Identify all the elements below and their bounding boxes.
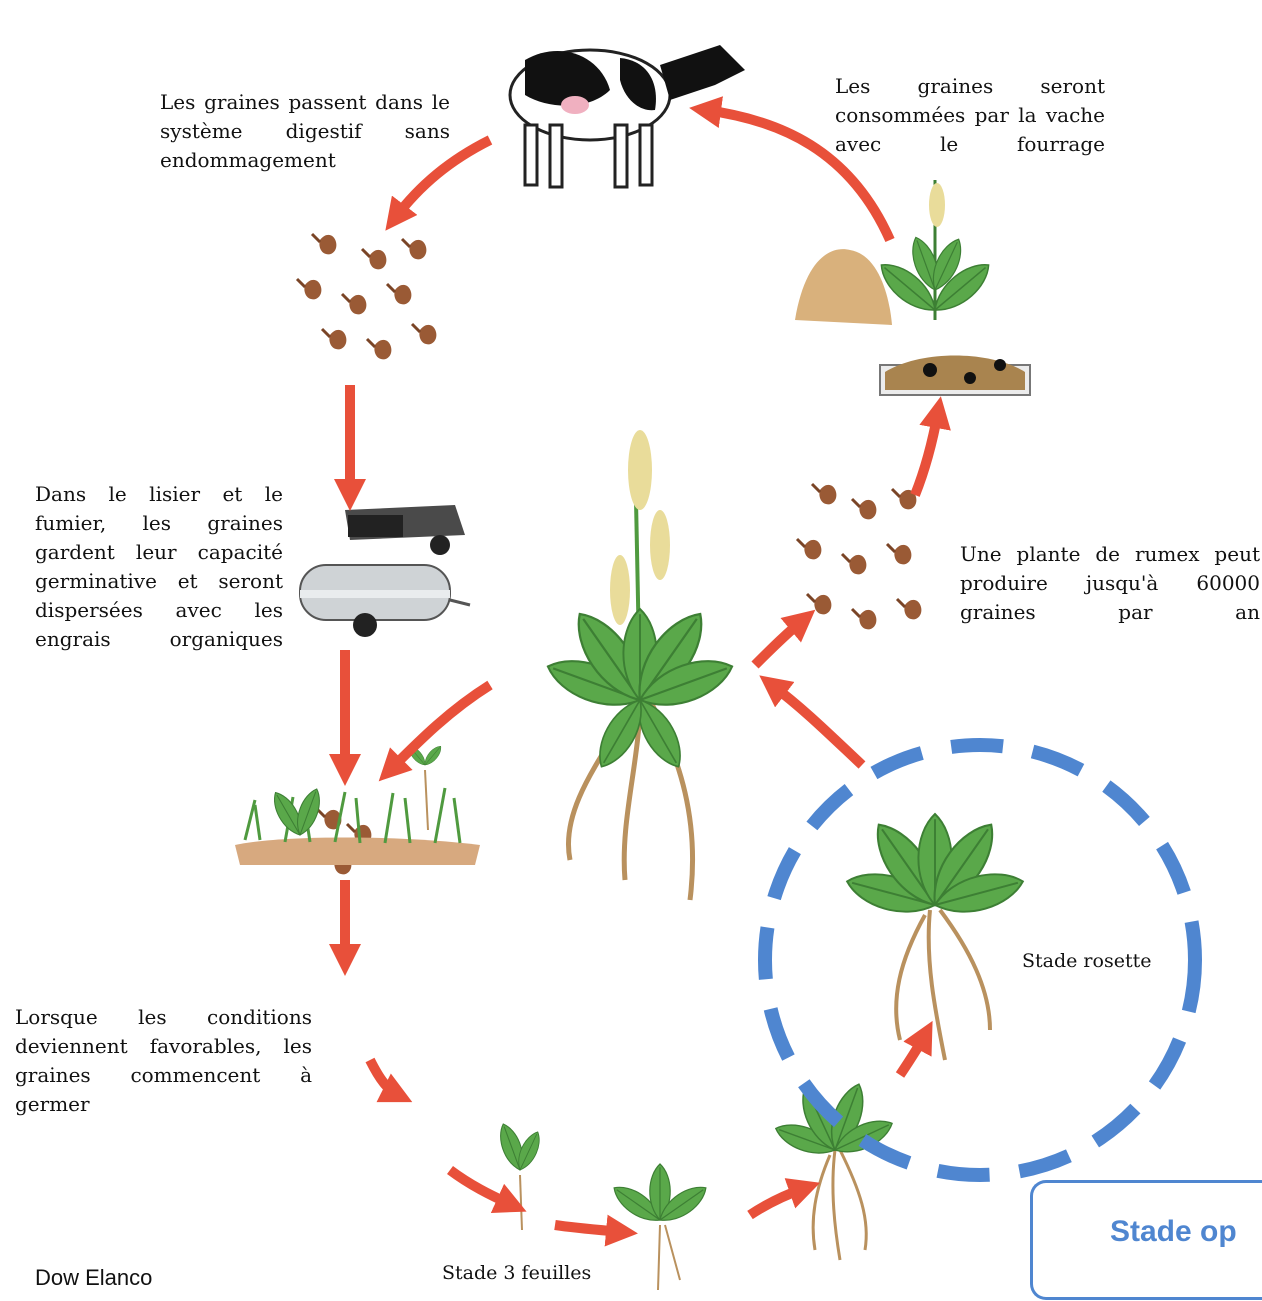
label-rosette-stage: Stade rosette — [1022, 950, 1151, 972]
young-rosette-plant — [772, 1080, 897, 1260]
mature-dock-plant-illustration — [542, 430, 738, 900]
seedlings-field-illustration — [235, 786, 480, 865]
annotation-seed-production: Une plante de rumex peut produire jusqu'… — [960, 540, 1260, 627]
seeds-after-digestion — [297, 234, 436, 359]
rosette-plant-illustration — [843, 814, 1027, 1060]
cow-illustration — [510, 45, 745, 187]
label-three-leaf-stage: Stade 3 feuilles — [442, 1262, 591, 1284]
annotation-digestion: Les graines passent dans le système dige… — [160, 88, 450, 175]
arrow-sprout-to-stage2 — [450, 1170, 512, 1205]
arrow-young-to-rosette — [900, 1035, 925, 1075]
arrow-plant-to-seeds — [755, 620, 803, 665]
manure-spreader-illustration — [345, 505, 465, 555]
annotation-cow-eats: Les graines seront consommées par la vac… — [835, 72, 1105, 159]
source-credit: Dow Elanco — [35, 1265, 152, 1291]
arrow-seedbank-up — [915, 412, 938, 495]
arrow-stage2-to-three-leaf — [555, 1225, 622, 1232]
arrow-rosette-to-plant — [772, 685, 862, 765]
arrow-seeds-to-sprout — [370, 1060, 398, 1095]
slurry-tank-illustration — [300, 565, 470, 637]
arrow-three-leaf-to-young — [750, 1188, 805, 1215]
three-leaf-stage-plant — [608, 1164, 711, 1290]
seeds-produced — [797, 484, 921, 629]
arrow-plant-to-field — [390, 685, 490, 770]
hay-and-plant-illustration — [795, 180, 1030, 395]
seedling-stage-2 — [495, 1121, 545, 1230]
annotation-manure: Dans le lisier et le fumier, les graines… — [35, 480, 283, 654]
annotation-germination: Lorsque les conditions deviennent favora… — [15, 1003, 312, 1119]
